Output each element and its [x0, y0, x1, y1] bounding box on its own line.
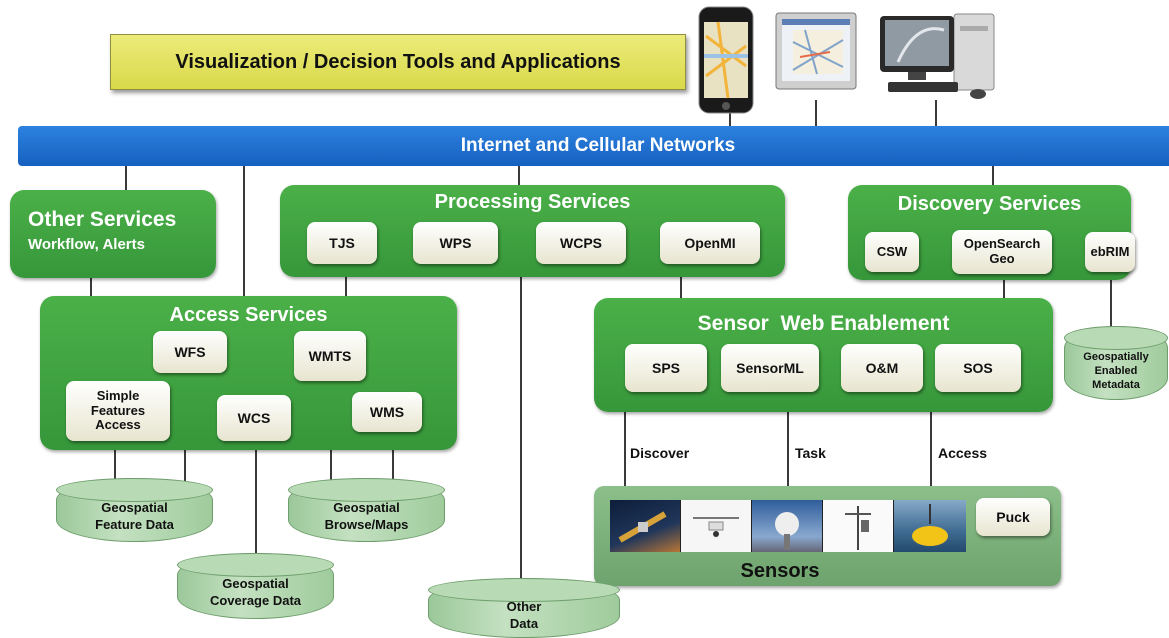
service-csw[interactable]: CSW: [865, 232, 919, 272]
service-sos[interactable]: SOS: [935, 344, 1021, 392]
connector-access-link: [930, 410, 932, 490]
connector-processing-to-access: [345, 275, 347, 300]
processing-services-title: Processing Services: [434, 191, 631, 213]
link-label-discover: Discover: [630, 445, 690, 461]
page-title-text: Visualization / Decision Tools and Appli…: [175, 50, 621, 73]
connector-discover: [624, 410, 626, 490]
other-services-panel: Other Services Workflow, Alerts: [10, 190, 216, 278]
puck-button[interactable]: Puck: [976, 498, 1050, 536]
connector-other-to-access: [90, 275, 92, 300]
weather-station-image: [823, 500, 894, 552]
connector-monitor: [815, 100, 817, 138]
smartphone-icon: [698, 6, 754, 114]
service-tjs[interactable]: TJS: [307, 222, 377, 264]
service-wfs[interactable]: WFS: [153, 331, 227, 373]
other-services-title: Other Services: [28, 208, 177, 231]
service-opensearch-geo[interactable]: OpenSearch Geo: [952, 230, 1052, 274]
service-wps[interactable]: WPS: [413, 222, 498, 264]
radar-dome-image: [752, 500, 823, 552]
geospatial-feature-data-store: Geospatial Feature Data: [56, 478, 213, 542]
connector-processing: [518, 160, 520, 190]
service-openmi[interactable]: OpenMI: [660, 222, 760, 264]
sensors-label: Sensors: [740, 560, 820, 582]
connector-wms: [392, 430, 394, 482]
page-title: Visualization / Decision Tools and Appli…: [110, 34, 686, 90]
buoy-image: [894, 500, 966, 552]
network-label: Internet and Cellular Networks: [460, 135, 736, 156]
service-wmts[interactable]: WMTS: [294, 331, 366, 381]
satellite-image: [610, 500, 681, 552]
service-ebrim[interactable]: ebRIM: [1085, 232, 1135, 272]
connector-other-services: [125, 160, 127, 194]
network-bar: Internet and Cellular Networks: [18, 126, 1169, 166]
geospatial-browse-maps-store: Geospatial Browse/Maps: [288, 478, 445, 542]
service-wcs[interactable]: WCS: [217, 395, 291, 441]
connector-discovery: [992, 160, 994, 190]
connector-phone: [729, 112, 731, 138]
service-wcps[interactable]: WCPS: [536, 222, 626, 264]
service-om[interactable]: O&M: [841, 344, 923, 392]
geospatial-coverage-data-store: Geospatial Coverage Data: [177, 553, 334, 619]
service-sensorml[interactable]: SensorML: [721, 344, 819, 392]
swe-title: Sensor Web Enablement: [697, 312, 950, 335]
connector-processing-to-swe: [680, 275, 682, 300]
link-label-access: Access: [938, 445, 988, 461]
service-sps[interactable]: SPS: [625, 344, 707, 392]
other-data-store: Other Data: [428, 578, 620, 638]
desktop-computer-icon: [878, 12, 998, 100]
service-simple-features-access[interactable]: Simple Features Access: [66, 381, 170, 441]
geospatially-enabled-metadata-store: Geospatially Enabled Metadata: [1064, 326, 1168, 400]
connector-discovery-to-swe: [1003, 280, 1005, 300]
monitor-icon: [775, 12, 857, 96]
connector-desktop: [935, 100, 937, 138]
connector-simple-features: [114, 440, 116, 480]
drone-image: [681, 500, 752, 552]
discovery-services-title: Discovery Services: [897, 193, 1082, 215]
access-services-title: Access Services: [169, 304, 328, 326]
connector-access: [243, 160, 245, 300]
connector-other-data: [520, 275, 522, 585]
other-services-subtitle: Workflow, Alerts: [28, 236, 145, 253]
service-wms[interactable]: WMS: [352, 392, 422, 432]
connector-task: [787, 410, 789, 490]
link-label-task: Task: [795, 445, 826, 461]
connector-ebrim-to-metadata: [1110, 272, 1112, 330]
connector-wcs: [255, 440, 257, 555]
